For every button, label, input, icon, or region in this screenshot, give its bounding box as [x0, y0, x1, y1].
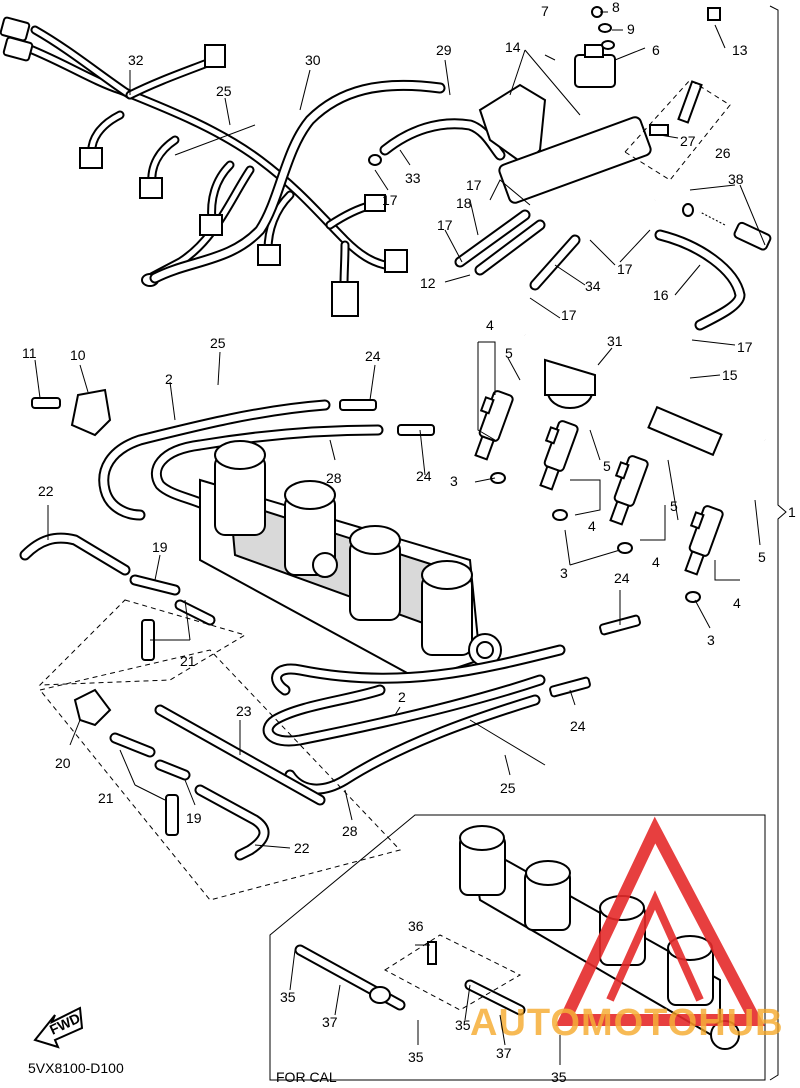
hose-33 [368, 118, 506, 166]
callout-17a: 17 [382, 192, 398, 208]
callout-2b: 2 [398, 689, 406, 705]
callout-16: 16 [653, 287, 669, 303]
callout-38: 38 [728, 171, 744, 187]
callout-35b: 35 [455, 1017, 471, 1033]
callout-27: 27 [680, 133, 696, 149]
callout-30: 30 [305, 52, 321, 68]
callout-34: 34 [585, 278, 601, 294]
callout-1: 1 [788, 504, 796, 520]
callout-13: 13 [732, 42, 748, 58]
callout-4b: 4 [588, 518, 596, 534]
callout-3c: 3 [707, 632, 715, 648]
callout-5b: 5 [603, 458, 611, 474]
callout-23: 23 [236, 703, 252, 719]
callout-25a: 25 [216, 83, 232, 99]
assembly-group-bracket: 1 [769, 5, 796, 1081]
callout-37a: 37 [322, 1014, 338, 1030]
callout-7: 7 [541, 3, 549, 19]
callout-24a: 24 [614, 570, 630, 586]
callout-11: 11 [22, 345, 37, 361]
callout-35d: 35 [551, 1069, 567, 1085]
callout-5c: 5 [670, 498, 678, 514]
callout-6: 6 [652, 42, 660, 58]
watermark-text: AUTOMOTOHUB [470, 1002, 784, 1044]
callout-31: 31 [607, 333, 623, 349]
callout-20: 20 [55, 755, 71, 771]
callout-12: 12 [420, 275, 436, 291]
hose-22-lower [194, 784, 270, 861]
callout-19b: 19 [186, 810, 202, 826]
callout-25c: 25 [500, 780, 516, 796]
wire-harness [0, 16, 408, 317]
callout-24c: 24 [365, 348, 381, 364]
callout-35a: 35 [280, 989, 296, 1005]
callout-4d: 4 [733, 595, 741, 611]
callout-24b: 24 [570, 718, 586, 734]
fuel-rail-31 [522, 328, 768, 457]
callout-24d: 24 [416, 468, 432, 484]
callout-3b: 3 [560, 565, 568, 581]
callout-26: 26 [715, 145, 731, 161]
callout-10: 10 [70, 347, 86, 363]
callout-19a: 19 [152, 539, 168, 555]
throttle-body [199, 440, 502, 682]
callout-8: 8 [612, 0, 620, 15]
callout-14: 14 [505, 39, 521, 55]
callout-22b: 22 [294, 840, 310, 856]
diagram-code: 5VX8100-D100 [28, 1060, 124, 1076]
callout-36: 36 [408, 918, 424, 934]
callout-25b: 25 [210, 335, 226, 351]
callout-5a: 5 [505, 345, 513, 361]
callout-2a: 2 [165, 371, 173, 387]
callout-28a: 28 [326, 470, 342, 486]
callout-9: 9 [627, 21, 635, 37]
callout-22a: 22 [38, 483, 54, 499]
bracket-10 [31, 388, 112, 437]
callout-5d: 5 [758, 549, 766, 565]
callout-37b: 37 [496, 1045, 512, 1061]
sensor-assembly [478, 6, 721, 204]
callout-17d: 17 [617, 261, 633, 277]
hose-2-lower [262, 644, 566, 747]
callout-21b: 21 [98, 790, 114, 806]
callout-21a: 21 [180, 653, 196, 669]
callout-17c: 17 [437, 217, 453, 233]
callout-32: 32 [128, 52, 144, 68]
leader-lines [34, 11, 766, 1065]
box-19-21-upper [38, 599, 247, 686]
callout-15: 15 [722, 367, 738, 383]
callouts: 32 25 30 29 14 7 8 9 6 13 27 26 38 33 17… [22, 0, 766, 1085]
callout-17e: 17 [561, 307, 577, 323]
adjuster-38 [682, 203, 772, 251]
injectors [474, 390, 724, 603]
for-cal-inset [269, 814, 766, 1081]
callout-4a: 4 [486, 317, 494, 333]
callout-35c: 35 [408, 1049, 424, 1065]
callout-18: 18 [456, 195, 472, 211]
callout-28b: 28 [342, 823, 358, 839]
band-25-bottom [469, 719, 546, 766]
watermark-logo: AUTOMOTOHUB [470, 816, 784, 1044]
callout-4c: 4 [652, 554, 660, 570]
box-36 [384, 934, 522, 1011]
joint-20 [73, 688, 112, 727]
hose-2-top [98, 399, 384, 521]
box-lower-left [39, 649, 401, 901]
box-26 [624, 79, 731, 181]
band-25-top [174, 124, 256, 156]
callout-17b: 17 [466, 177, 482, 193]
callout-3a: 3 [450, 473, 458, 489]
pipe-assembly-19-21 [129, 574, 216, 661]
hose-22-left [19, 532, 131, 576]
callout-17f: 17 [737, 339, 753, 355]
for-cal-label: FOR CAL [276, 1069, 337, 1085]
hose-30 [149, 79, 446, 284]
callout-29: 29 [436, 42, 452, 58]
fwd-arrow-icon: FWD [33, 1006, 84, 1049]
callout-33: 33 [405, 170, 421, 186]
hoses-small [454, 209, 746, 331]
pipe-21-lower [109, 732, 191, 836]
